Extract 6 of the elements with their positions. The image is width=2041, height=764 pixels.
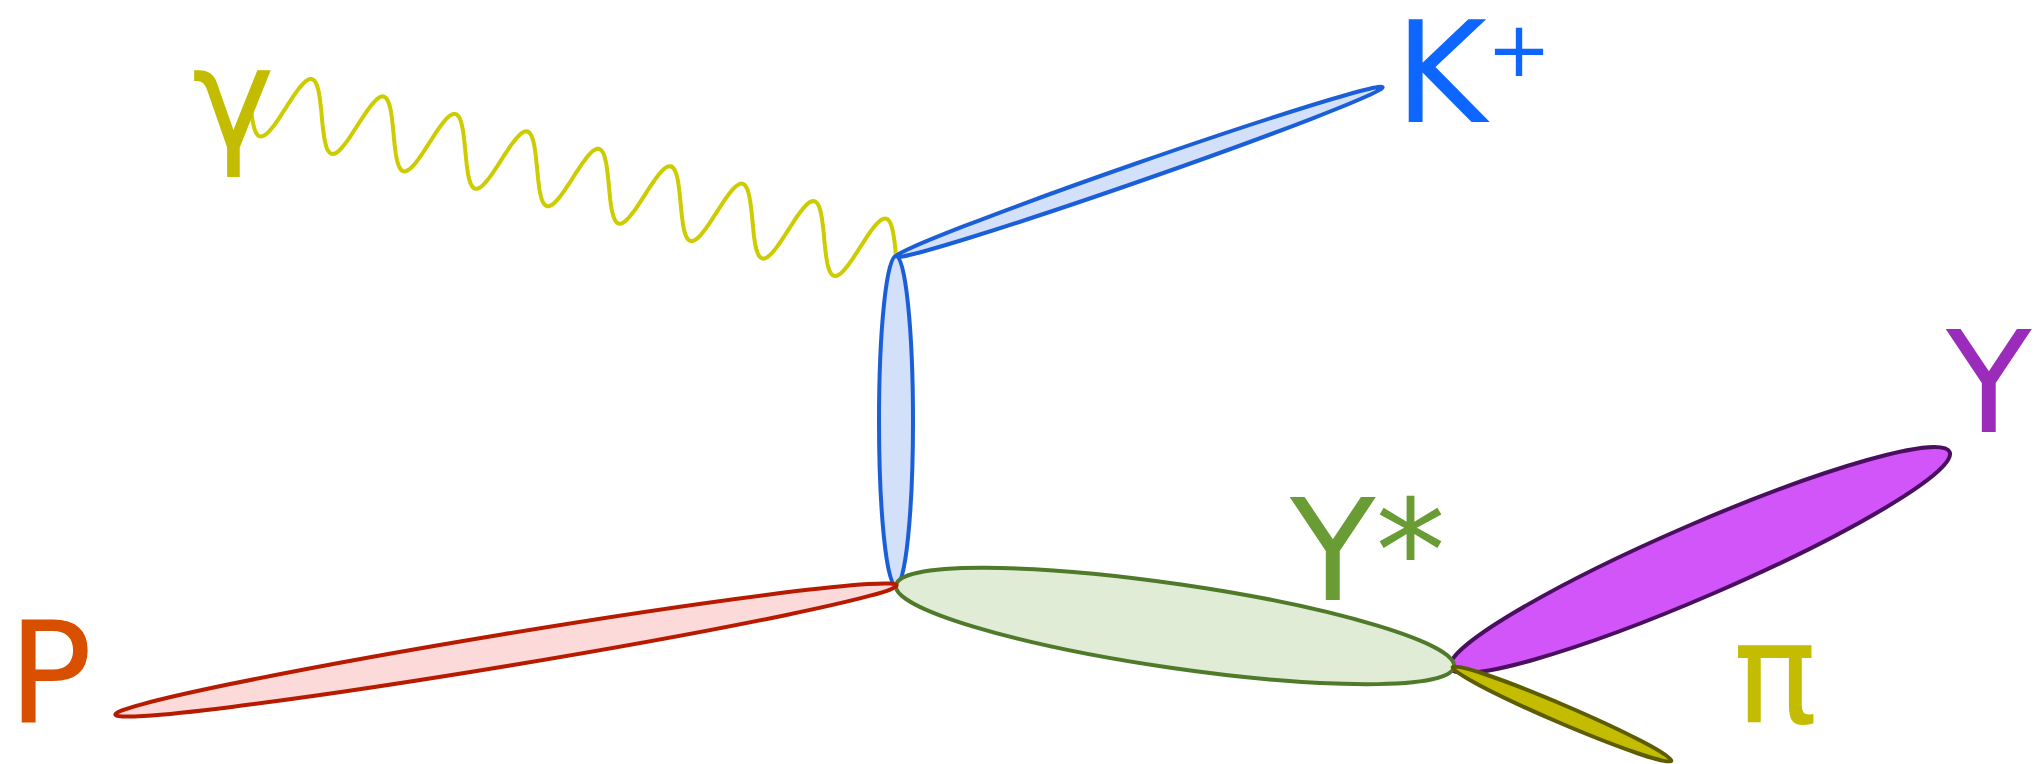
- particle-label: K$^{+}$: [1395, 0, 1552, 147]
- particle-label: Y*: [1290, 478, 1446, 625]
- wavy-line: [248, 77, 898, 278]
- particle-label: π: [1733, 600, 1818, 747]
- particle-label: Y: [1946, 310, 2032, 457]
- particle-label: P: [8, 600, 93, 747]
